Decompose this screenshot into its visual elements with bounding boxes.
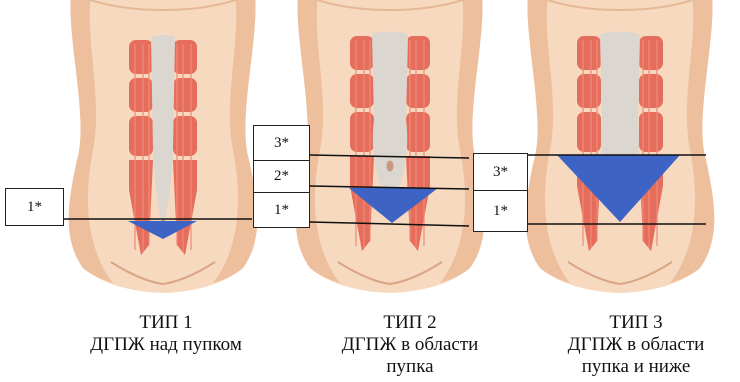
- label-box-type-3-level-1: 1*: [473, 190, 528, 232]
- label-box-type-2-level-1: 1*: [253, 192, 310, 228]
- type-2-caption-line1: ДГПЖ в области: [310, 334, 510, 356]
- type-3-title: ТИП 3: [536, 312, 736, 334]
- label-box-type-3-level-3: 3*: [473, 153, 528, 191]
- type-1-caption-line1: ДГПЖ над пупком: [66, 334, 266, 356]
- caption-type-3: ТИП 3 ДГПЖ в области пупка и ниже: [536, 312, 736, 378]
- torso-type-1: [69, 0, 258, 293]
- type-3-caption-line1: ДГПЖ в области: [536, 334, 736, 356]
- label-box-type-2-level-3: 3*: [253, 125, 310, 161]
- navel-2: [387, 161, 394, 172]
- abdomen-illustration: [0, 0, 740, 300]
- type-3-caption-line2: пупка и ниже: [536, 356, 736, 378]
- torso-type-2: [296, 0, 485, 293]
- caption-type-2: ТИП 2 ДГПЖ в области пупка: [310, 312, 510, 378]
- type-2-caption-line2: пупка: [310, 356, 510, 378]
- caption-type-1: ТИП 1 ДГПЖ над пупком: [66, 312, 266, 356]
- torso-type-3: [526, 0, 715, 293]
- label-box-type-1-level-1: 1*: [5, 188, 64, 226]
- label-box-type-2-level-2: 2*: [253, 160, 310, 193]
- type-1-title: ТИП 1: [66, 312, 266, 334]
- type-2-title: ТИП 2: [310, 312, 510, 334]
